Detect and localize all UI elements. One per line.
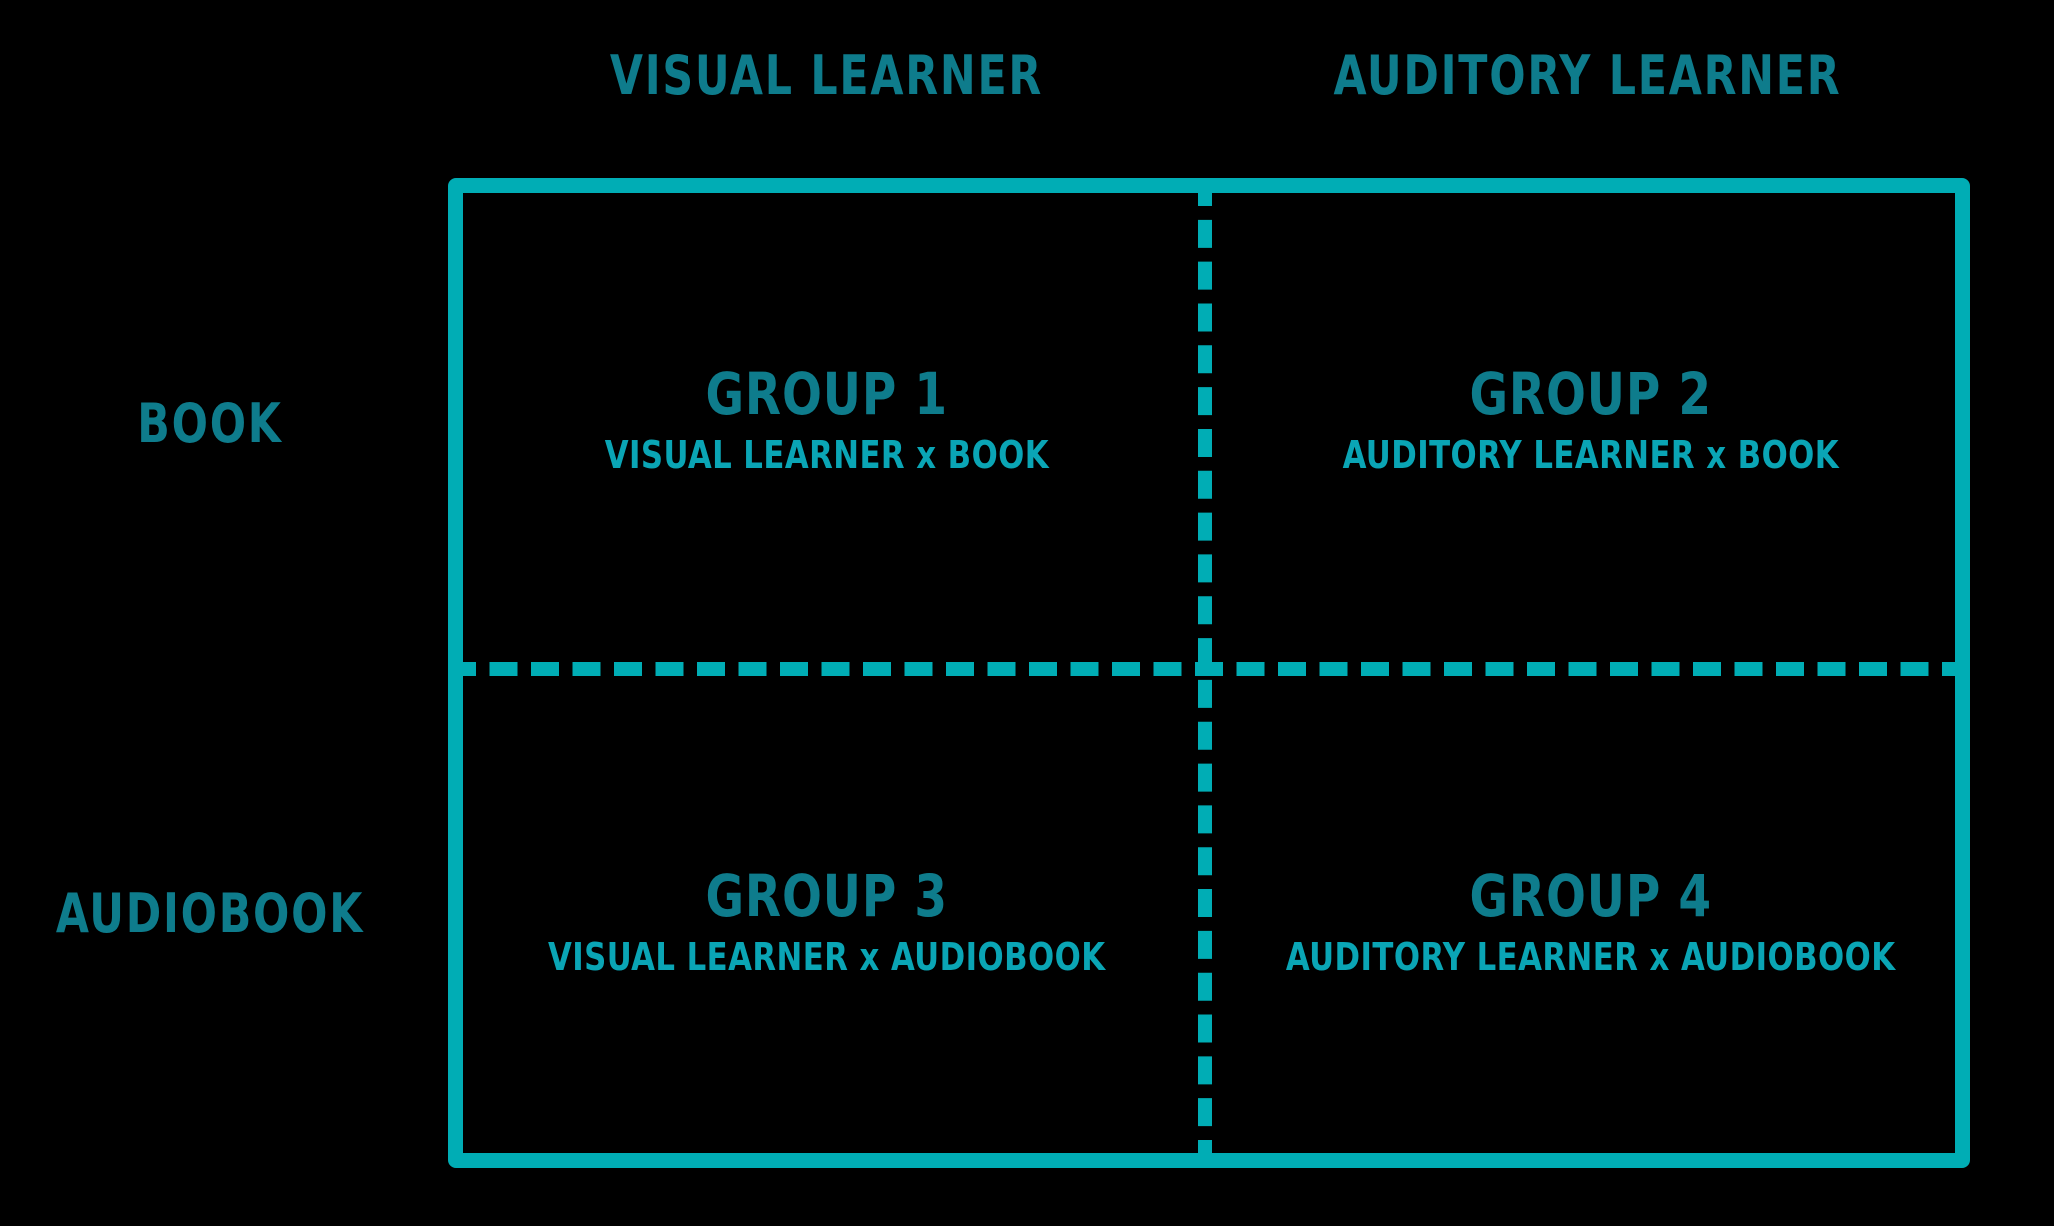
cell-subtitle-group-4: AUDITORY LEARNER x AUDIOBOOK — [1286, 934, 1896, 979]
quadrant-cell-group-1: GROUP 1 VISUAL LEARNER x BOOK — [448, 178, 1205, 662]
row-label-audiobook: AUDIOBOOK — [55, 881, 365, 945]
cell-subtitle-group-3: VISUAL LEARNER x AUDIOBOOK — [547, 934, 1106, 979]
quadrant-cell-group-4: GROUP 4 AUDITORY LEARNER x AUDIOBOOK — [1212, 676, 1970, 1168]
column-header-visual-learner: VISUAL LEARNER — [609, 43, 1044, 107]
quadrant-cell-group-2: GROUP 2 AUDITORY LEARNER x BOOK — [1212, 178, 1970, 662]
cell-factor-row-group-4: AUDIOBOOK — [1681, 934, 1896, 979]
cell-factor-column-group-3: VISUAL LEARNER — [547, 934, 849, 979]
cell-factor-column-group-1: VISUAL LEARNER — [604, 432, 905, 477]
cell-factor-row-group-2: BOOK — [1737, 432, 1840, 477]
quadrant-cell-group-3: GROUP 3 VISUAL LEARNER x AUDIOBOOK — [448, 676, 1205, 1168]
cell-cross-group-4: x — [1638, 934, 1682, 979]
cell-subtitle-group-1: VISUAL LEARNER x BOOK — [604, 432, 1049, 477]
cell-title-group-2: GROUP 2 — [1469, 359, 1713, 428]
cell-title-group-4: GROUP 4 — [1469, 861, 1713, 930]
cell-title-group-1: GROUP 1 — [705, 359, 948, 428]
cell-factor-row-group-3: AUDIOBOOK — [890, 934, 1106, 979]
cell-title-group-3: GROUP 3 — [705, 861, 948, 930]
row-label-book: BOOK — [137, 391, 283, 455]
column-header-auditory-learner: AUDITORY LEARNER — [1333, 43, 1842, 107]
cell-cross-group-1: x — [904, 432, 948, 477]
cell-cross-group-3: x — [848, 934, 891, 979]
cell-factor-row-group-1: BOOK — [947, 432, 1049, 477]
cell-cross-group-2: x — [1695, 432, 1738, 477]
cell-factor-column-group-2: AUDITORY LEARNER — [1342, 432, 1696, 477]
cell-factor-column-group-4: AUDITORY LEARNER — [1286, 934, 1639, 979]
cell-subtitle-group-2: AUDITORY LEARNER x BOOK — [1342, 432, 1840, 477]
